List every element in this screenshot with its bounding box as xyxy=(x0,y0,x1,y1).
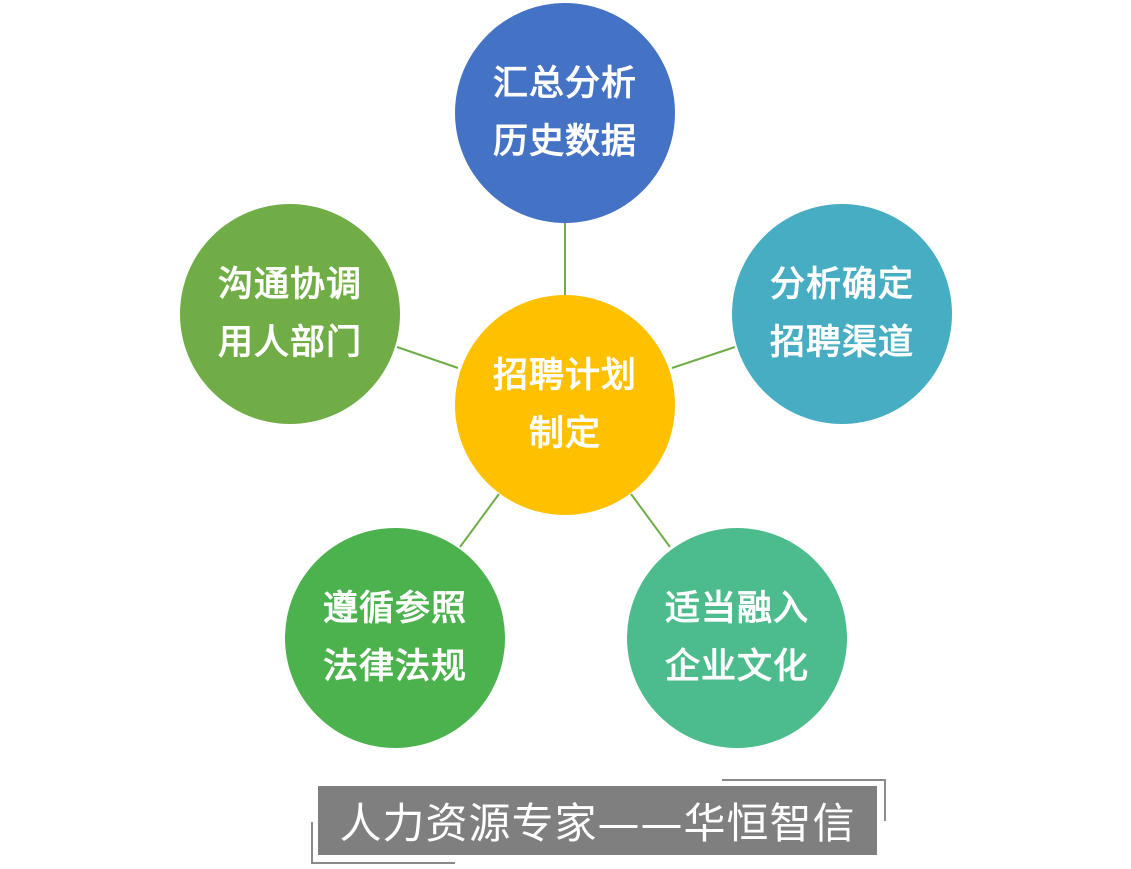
node-text: 分析确定 xyxy=(769,265,914,305)
center-text: 招聘计划 xyxy=(492,356,637,396)
node-bottom-left: 遵循参照 法律法规 xyxy=(285,528,505,748)
node-bottom-right: 适当融入 企业文化 xyxy=(627,528,847,748)
node-text: 沟通协调 xyxy=(217,265,362,305)
connector-bottom-left xyxy=(459,493,500,548)
node-text: 法律法规 xyxy=(322,647,467,687)
node-text: 历史数据 xyxy=(492,122,637,162)
bracket-bottom-left xyxy=(311,822,455,864)
connector-right xyxy=(671,346,736,369)
node-text: 适当融入 xyxy=(664,589,809,629)
bracket-top-right xyxy=(722,779,886,821)
node-text: 企业文化 xyxy=(664,647,809,687)
center-text: 制定 xyxy=(528,414,601,454)
node-top: 汇总分析 历史数据 xyxy=(455,3,675,223)
node-text: 遵循参照 xyxy=(322,589,467,629)
node-text: 招聘渠道 xyxy=(769,323,914,363)
banner: 人力资源专家——华恒智信 xyxy=(318,786,877,855)
node-text: 汇总分析 xyxy=(492,64,637,104)
node-text: 用人部门 xyxy=(217,323,362,363)
node-left: 沟通协调 用人部门 xyxy=(180,204,400,424)
banner-text: 人力资源专家——华恒智信 xyxy=(339,799,856,848)
connector-left xyxy=(396,346,459,369)
node-right: 分析确定 招聘渠道 xyxy=(732,204,952,424)
connector-bottom-right xyxy=(630,493,671,548)
center-node: 招聘计划 制定 xyxy=(455,295,675,515)
